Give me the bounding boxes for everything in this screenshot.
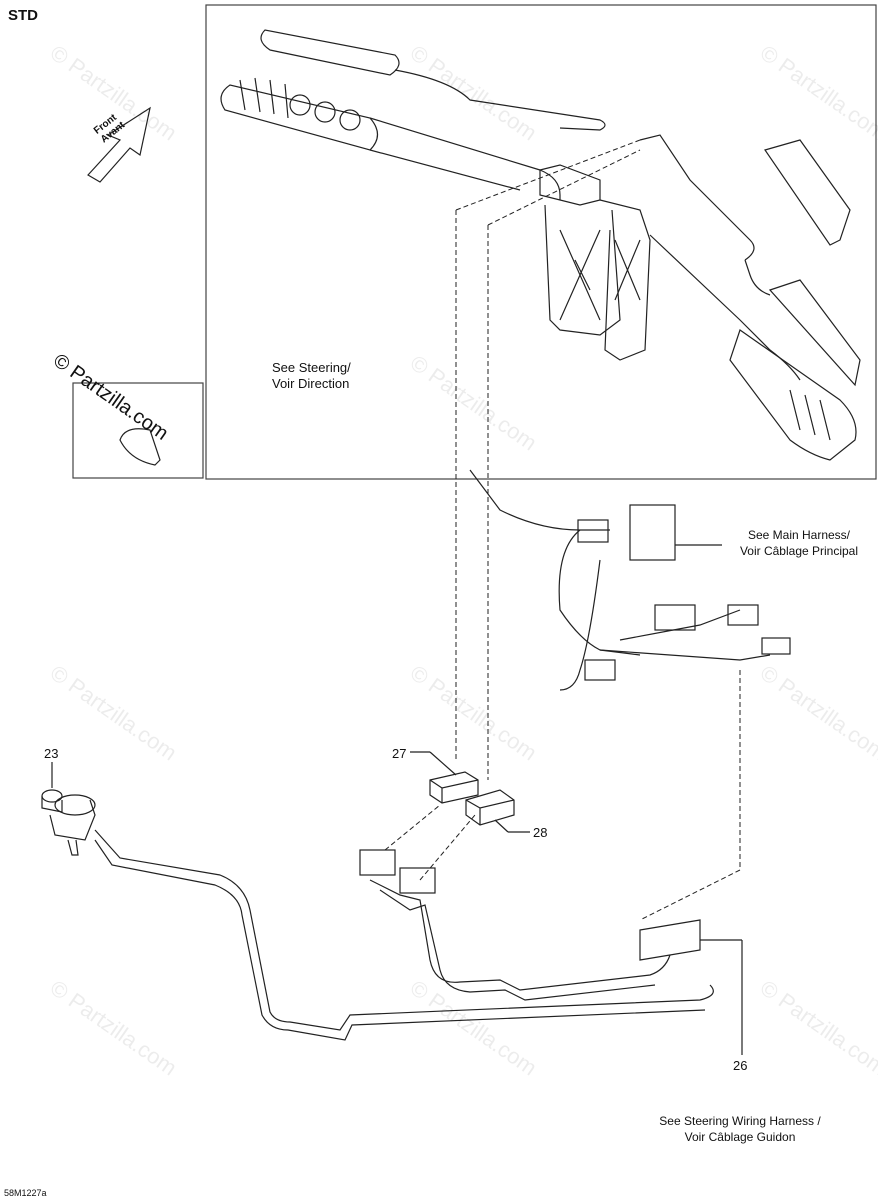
part-28-drawing [465, 789, 515, 826]
part-23-drawing [41, 789, 96, 856]
part-28-leader [494, 819, 509, 833]
main-harness-callout-line1: See Main Harness/ [747, 528, 851, 542]
drawing-code: 58M1227a [4, 1188, 47, 1198]
front-arrow-shape [87, 106, 151, 183]
part-27-leader [429, 751, 457, 776]
inset-frame [72, 382, 204, 479]
handlebar-drawing [220, 29, 861, 461]
inset-part-drawing [119, 428, 161, 466]
main-harness-callout-line2: Voir Câblage Principal [739, 544, 859, 558]
wiring-harness-drawing [94, 829, 714, 1041]
wiring-harness-callout-line1: See Steering Wiring Harness / [659, 1114, 821, 1128]
part-number-27: 27 [392, 746, 407, 761]
part-number-28: 28 [533, 825, 548, 840]
part-27-drawing [429, 771, 479, 804]
part-number-26: 26 [733, 1058, 748, 1073]
steering-callout-line2: Voir Direction [272, 376, 350, 391]
wiring-harness-callout: See Steering Wiring Harness / Voir Câbla… [635, 1113, 845, 1145]
main-harness-callout: See Main Harness/ Voir Câblage Principal [724, 527, 874, 559]
main-harness-drawing [469, 469, 791, 691]
variant-label: STD [8, 7, 38, 24]
steering-callout: See Steering/ Voir Direction [272, 360, 351, 392]
steering-frame [205, 4, 877, 480]
steering-callout-line1: See Steering/ [272, 360, 351, 375]
part-number-23: 23 [44, 746, 59, 761]
wiring-harness-callout-line2: Voir Câblage Guidon [684, 1130, 796, 1144]
dashed-leaders [384, 139, 741, 921]
